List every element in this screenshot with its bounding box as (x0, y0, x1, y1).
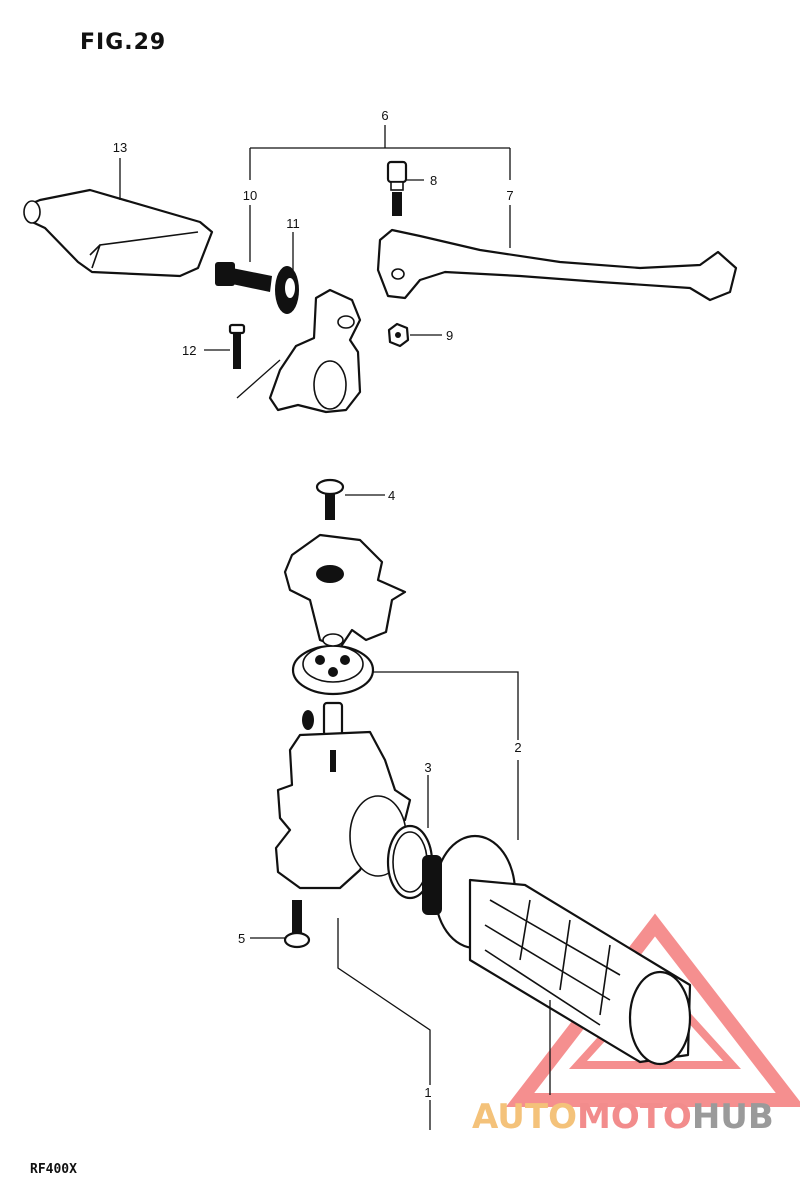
callout-11: 11 (286, 216, 300, 231)
leader-lines (119, 125, 551, 1130)
callout-3: 3 (424, 760, 431, 775)
callout-12: 12 (182, 343, 196, 358)
model-code: RF400X (30, 1162, 77, 1177)
clutch-lever (376, 228, 738, 302)
switch-screw (315, 478, 345, 520)
housing-screw (283, 900, 311, 949)
callout-1: 1 (424, 1085, 431, 1100)
lever-bracket (268, 288, 362, 414)
callout-labels: 1 2 3 4 5 6 7 8 9 10 11 12 13 (113, 108, 522, 1100)
lever-boot (23, 188, 214, 278)
callout-2: 2 (514, 740, 521, 755)
throttle-grip (422, 834, 692, 1066)
callout-10: 10 (243, 188, 257, 203)
adjuster-locknut (275, 266, 299, 314)
screw (228, 323, 246, 369)
callout-7: 7 (506, 188, 513, 203)
watermark-part-auto: AUTO (472, 1097, 577, 1137)
switch-housing-lower (274, 701, 412, 890)
callout-6: 6 (381, 108, 388, 123)
watermark-part-moto: MOTO (576, 1097, 692, 1137)
nut (387, 322, 410, 348)
switch-contact-plate (291, 633, 375, 696)
callout-5: 5 (238, 931, 245, 946)
cable-adjuster (215, 262, 272, 292)
figure-title: FIG.29 (80, 30, 167, 55)
switch-housing-upper (283, 533, 407, 650)
callout-4: 4 (388, 488, 395, 503)
callout-8: 8 (430, 173, 437, 188)
lever-bolt (386, 160, 408, 216)
callout-9: 9 (446, 328, 453, 343)
watermark-text: AUTOMOTOHUB (472, 1097, 774, 1137)
watermark-part-hub: HUB (691, 1097, 774, 1137)
callout-13: 13 (113, 140, 127, 155)
